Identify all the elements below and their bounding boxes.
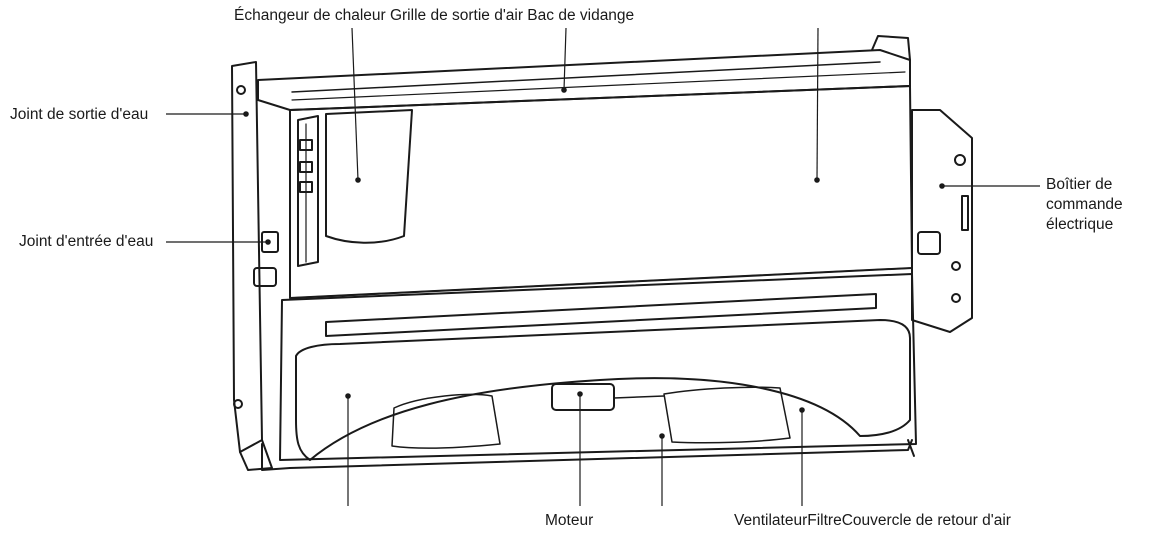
callout-drain-pan-dot [814, 177, 820, 183]
top-right-tab [871, 35, 911, 61]
electrical-box-screw-b [951, 293, 961, 303]
bottom-left-foot [261, 443, 291, 471]
panel-divider [289, 267, 913, 299]
callout-fan-dot [799, 407, 805, 413]
top-rail-inner [291, 61, 881, 93]
pipe-fitting-b [299, 161, 313, 173]
left-plate-hole-bottom [233, 399, 243, 409]
outlet-grille-slot [325, 293, 877, 337]
left-plate-hole-top [236, 85, 246, 95]
callout-drain-pan [816, 27, 819, 181]
label-bottom-group: VentilateurFiltreCouvercle de retour d'a… [734, 512, 1011, 529]
top-frame [257, 49, 911, 111]
callout-air-outlet-grille-dot [561, 87, 567, 93]
bottom-right-foot [907, 439, 915, 457]
label-motor: Moteur [545, 512, 594, 529]
callout-heat-exchanger-dot [355, 177, 361, 183]
electrical-box-screw-a [951, 261, 961, 271]
bottom-rail [289, 439, 913, 469]
lower-body [279, 273, 917, 461]
electrical-box-hole [954, 154, 966, 166]
callout-electrical-box-dot [939, 183, 945, 189]
front-panel [289, 85, 913, 299]
callout-heat-exchanger [351, 27, 359, 181]
lower-pipe-fitting [253, 267, 277, 287]
label-water-inlet-joint: Joint d'entrée d'eau [19, 233, 154, 250]
heat-exchanger-curtain [325, 109, 413, 244]
top-rail-line [291, 71, 906, 101]
callout-motor-dot [577, 391, 583, 397]
callout-air-outlet-grille [563, 27, 567, 91]
electrical-box-slot [961, 195, 969, 231]
motor-shaft [613, 395, 665, 399]
left-plate-bracket [239, 439, 273, 471]
return-air-cutout [295, 319, 911, 461]
electrical-box-fitting [917, 231, 941, 255]
electrical-box [911, 109, 973, 333]
label-top-group: Échangeur de chaleur Grille de sortie d'… [234, 7, 635, 24]
callout-return-air-cover-dot [345, 393, 351, 399]
label-electrical-box: Boîtier de commande électrique [1046, 176, 1123, 233]
pipe-fitting-c [299, 181, 313, 193]
motor-body [551, 383, 615, 411]
fan-left [391, 393, 501, 449]
fan-right [663, 386, 791, 444]
callout-water-inlet-dot [265, 239, 271, 245]
label-water-outlet-joint: Joint de sortie d'eau [10, 106, 149, 123]
callout-water-outlet-dot [243, 111, 249, 117]
pipe-fitting-a [299, 139, 313, 151]
callout-filter-dot [659, 433, 665, 439]
coil-header [297, 115, 319, 267]
left-side-plate [231, 61, 263, 453]
